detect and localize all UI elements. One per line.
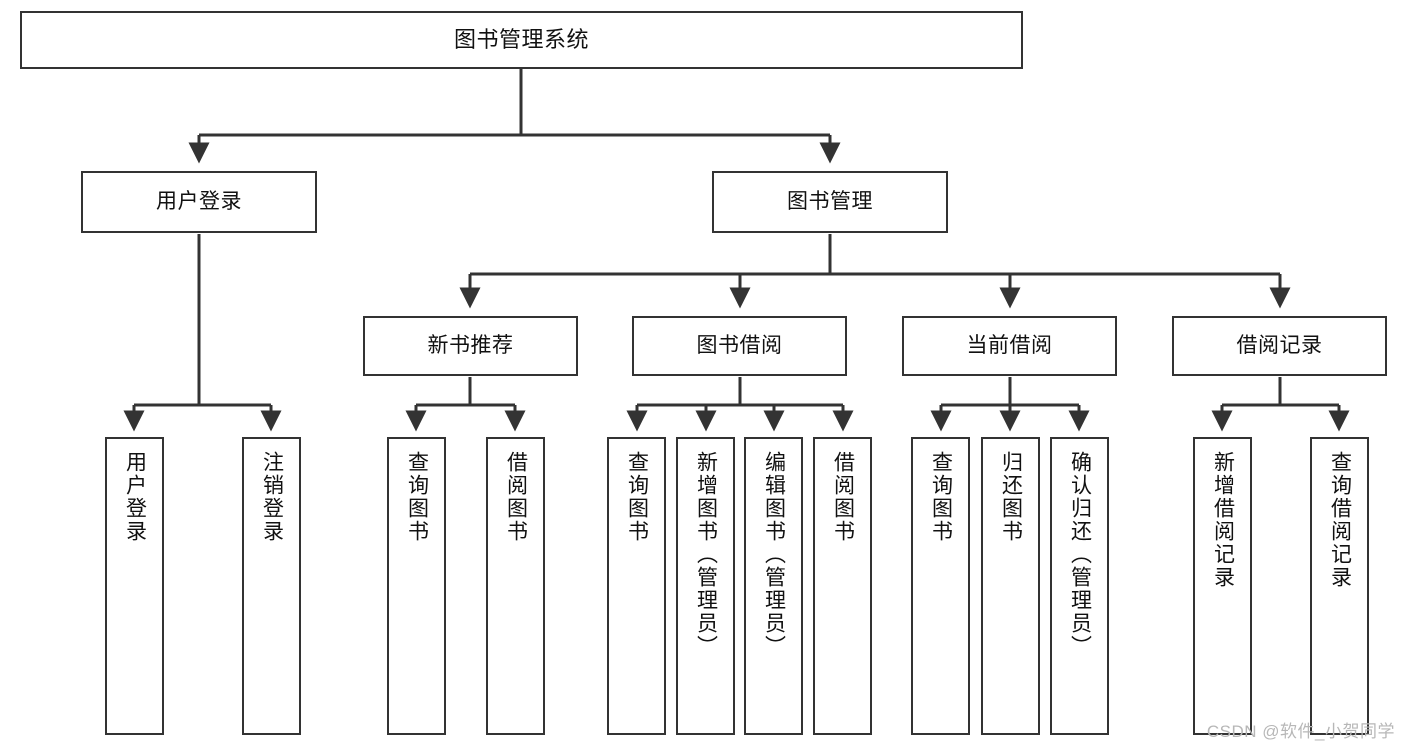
node-label: 借阅记录 xyxy=(1236,333,1323,357)
node-book-management[interactable]: 图书管理 xyxy=(712,171,948,233)
node-new-book-recommendation[interactable]: 新书推荐 xyxy=(363,316,578,376)
node-label: 借阅图书 xyxy=(504,451,528,543)
node-label: 图书管理 xyxy=(787,189,873,213)
leaf-query-borrowing-record[interactable]: 查询借阅记录 xyxy=(1310,437,1369,735)
leaf-borrow-book-recommend[interactable]: 借阅图书 xyxy=(486,437,545,735)
node-label: 注销登录 xyxy=(260,451,284,543)
node-label: 图书管理系统 xyxy=(453,27,589,53)
node-label: 用户登录 xyxy=(156,189,242,213)
node-label: 查询图书 xyxy=(929,451,953,543)
node-label: 确认归还（管理员） xyxy=(1068,451,1092,658)
leaf-query-book-current[interactable]: 查询图书 xyxy=(911,437,970,735)
node-user-login[interactable]: 用户登录 xyxy=(81,171,317,233)
leaf-add-book-admin[interactable]: 新增图书（管理员） xyxy=(676,437,735,735)
leaf-confirm-return-admin[interactable]: 确认归还（管理员） xyxy=(1050,437,1109,735)
node-label: 用户登录 xyxy=(123,451,147,543)
leaf-query-book-borrow[interactable]: 查询图书 xyxy=(607,437,666,735)
node-label: 图书借阅 xyxy=(696,333,783,357)
node-borrowing-record[interactable]: 借阅记录 xyxy=(1172,316,1387,376)
node-book-management-system[interactable]: 图书管理系统 xyxy=(20,11,1023,69)
leaf-borrow-book[interactable]: 借阅图书 xyxy=(813,437,872,735)
node-current-borrowing[interactable]: 当前借阅 xyxy=(902,316,1117,376)
leaf-return-book[interactable]: 归还图书 xyxy=(981,437,1040,735)
node-label: 归还图书 xyxy=(999,451,1023,543)
node-label: 借阅图书 xyxy=(831,451,855,543)
leaf-query-book-recommend[interactable]: 查询图书 xyxy=(387,437,446,735)
node-label: 查询借阅记录 xyxy=(1328,451,1352,589)
node-label: 新增借阅记录 xyxy=(1211,451,1235,589)
node-book-borrowing[interactable]: 图书借阅 xyxy=(632,316,847,376)
node-label: 查询图书 xyxy=(625,451,649,543)
node-label: 查询图书 xyxy=(405,451,429,543)
node-label: 编辑图书（管理员） xyxy=(762,451,786,658)
node-label: 当前借阅 xyxy=(966,333,1053,357)
node-label: 新书推荐 xyxy=(427,333,514,357)
node-label: 新增图书（管理员） xyxy=(694,451,718,658)
leaf-edit-book-admin[interactable]: 编辑图书（管理员） xyxy=(744,437,803,735)
leaf-add-borrowing-record[interactable]: 新增借阅记录 xyxy=(1193,437,1252,735)
leaf-logout-login[interactable]: 注销登录 xyxy=(242,437,301,735)
watermark-text: CSDN @软件_小贺同学 xyxy=(1206,722,1395,741)
leaf-user-login[interactable]: 用户登录 xyxy=(105,437,164,735)
